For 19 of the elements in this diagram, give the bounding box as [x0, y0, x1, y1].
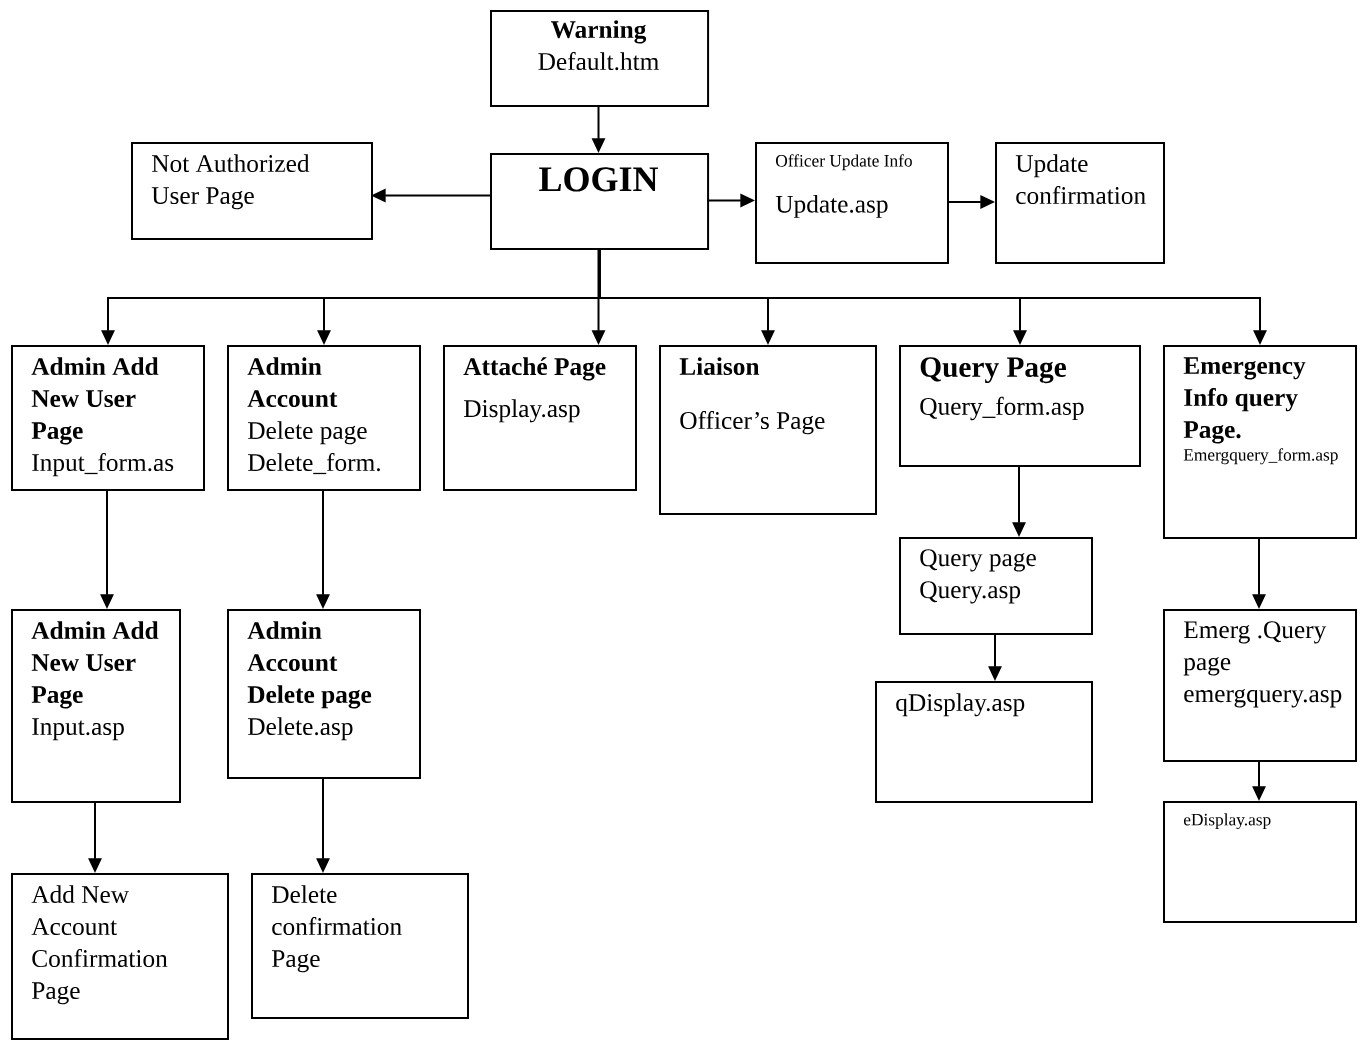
page-box: Query page Query.asp — [899, 537, 1093, 635]
page-box: Liaison Officer’s Page — [659, 345, 877, 515]
page-box: Admin Account Delete page Delete.asp — [227, 609, 421, 779]
page-box: Delete confirmation Page — [251, 873, 469, 1019]
page-box: Warning Default.htm — [490, 10, 710, 107]
page-box: LOGIN — [490, 153, 710, 250]
page-box: qDisplay.asp — [875, 681, 1093, 803]
page-box: Emergency Info query Page. Emergquery_form.asp — [1163, 345, 1357, 539]
page-box: Emerg .Query page emergquery.asp — [1163, 609, 1357, 762]
page-box: Not Authorized User Page — [131, 142, 373, 240]
page-box: Update confirmation — [995, 142, 1165, 264]
page-box: Officer Update Info Update.asp — [755, 142, 949, 264]
page-box: Add New Account Confirmation Page — [11, 873, 229, 1040]
page-box: Admin Add New User Page Input_form.as — [11, 345, 205, 491]
page-box: Attaché Page Display.asp — [443, 345, 637, 491]
page-box: eDisplay.asp — [1163, 801, 1357, 923]
page-box: Admin Add New User Page Input.asp — [11, 609, 181, 803]
page-box: Admin Account Delete page Delete_form. — [227, 345, 421, 491]
page-box: Query Page Query_form.asp — [899, 345, 1141, 467]
